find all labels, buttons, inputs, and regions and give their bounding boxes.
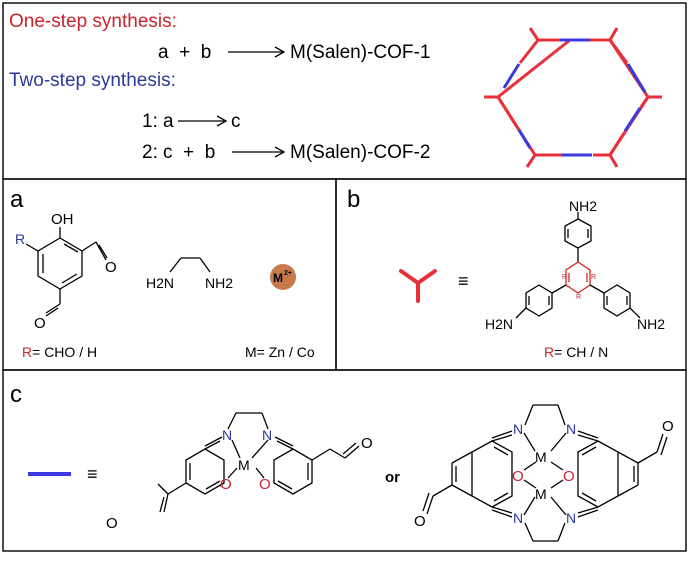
- panel-c-equiv: ≡: [87, 464, 98, 484]
- metal-ion-charge: 2+: [284, 270, 292, 277]
- salicylaldehyde-molecule: [25, 227, 108, 317]
- metal-ion-symbol: M: [273, 271, 283, 285]
- panel-b-r-definition: R= CH / N: [544, 344, 608, 360]
- one-step-title: One-step synthesis:: [9, 11, 177, 32]
- one-step-lhs: a + b: [158, 42, 211, 63]
- step2-product: M(Salen)-COF-2: [290, 142, 430, 163]
- panel-b-r-text: = CH / N: [554, 344, 608, 360]
- di-o-right: O: [563, 468, 575, 485]
- metal-definition: M= Zn / Co: [245, 344, 315, 360]
- step2-lhs: c + b: [163, 142, 215, 163]
- panel-b-r-symbol: R: [544, 344, 554, 360]
- ethylenediamine-molecule: [169, 257, 211, 273]
- di-aldehyde-o-right: O: [662, 418, 674, 435]
- oh-label: OH: [51, 211, 74, 228]
- step1-lhs: a: [163, 111, 174, 132]
- di-aldehyde-o-left: O: [414, 513, 426, 530]
- panel-b-frame: [335, 178, 687, 371]
- r-definition-symbol: R: [22, 344, 32, 360]
- mono-o-right: O: [259, 476, 271, 493]
- panel-b-equiv: ≡: [458, 271, 469, 291]
- diamine-left-label: H2N: [146, 275, 174, 291]
- or-connector: or: [385, 469, 400, 486]
- step2-number: 2:: [142, 142, 158, 163]
- mono-aldehyde-o-right: O: [361, 435, 373, 452]
- mono-o-left: O: [220, 476, 232, 493]
- panel-b-letter: b: [347, 186, 360, 213]
- diamine-right-label: NH2: [205, 275, 233, 291]
- hexagon-schematic: [484, 27, 662, 168]
- triamine-molecule: [515, 212, 641, 319]
- ring-r-label-1: R: [562, 274, 567, 281]
- di-o-left: O: [512, 468, 524, 485]
- triamine-h2n-left: H2N: [485, 316, 513, 332]
- two-step-title: Two-step synthesis:: [9, 70, 176, 91]
- mononuclear-salen-molecule: [157, 412, 360, 513]
- di-metal-top: M: [535, 449, 547, 465]
- triamine-nh2-top: NH2: [569, 198, 597, 214]
- r-definition-text: = CHO / H: [32, 344, 97, 360]
- one-step-product: M(Salen)-COF-1: [290, 42, 430, 63]
- di-metal-bottom: M: [535, 486, 547, 502]
- tripod-node-icon: [399, 269, 437, 303]
- aldehyde-o-bottom: O: [34, 315, 46, 332]
- aldehyde-o-right: O: [105, 259, 117, 276]
- di-n-top-left: N: [513, 421, 523, 437]
- one-step-arrow: [228, 46, 286, 58]
- di-n-bottom-right: N: [566, 510, 576, 526]
- triamine-nh2-right: NH2: [637, 316, 665, 332]
- metal-ion-ball: M 2+: [270, 264, 296, 290]
- panel-c-letter: c: [10, 381, 22, 408]
- ring-r-label-2: R: [591, 274, 596, 281]
- di-n-bottom-left: N: [513, 510, 523, 526]
- panel-a-letter: a: [10, 186, 24, 213]
- r-substituent-label: R: [15, 231, 25, 247]
- ring-r-label-3: R: [576, 294, 581, 301]
- step1-arrow: [178, 115, 228, 127]
- step1-product: c: [231, 111, 241, 132]
- step2-arrow: [232, 146, 286, 158]
- r-definition: R= CHO / H: [22, 344, 97, 360]
- dinuclear-salen-molecule: [422, 404, 668, 542]
- step1-number: 1:: [142, 111, 158, 132]
- mono-metal: M: [238, 457, 250, 473]
- di-n-top-right: N: [566, 421, 576, 437]
- mono-n-left: N: [222, 427, 232, 443]
- panel-c-frame: [2, 369, 687, 552]
- mono-aldehyde-o-left: O: [106, 515, 118, 532]
- mono-n-right: N: [262, 427, 272, 443]
